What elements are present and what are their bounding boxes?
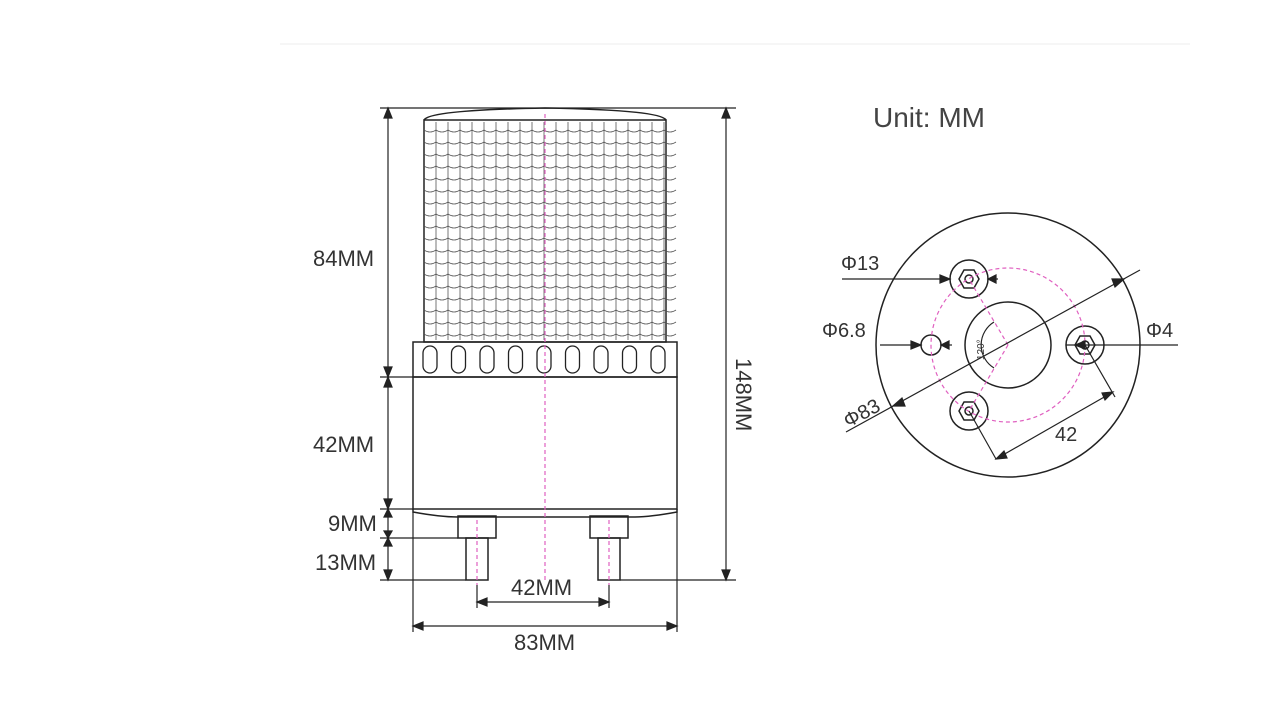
hole-spacing-label: 42 [1055,424,1077,446]
height-top-label: 84MM [313,246,374,271]
vent-slot [593,345,609,374]
pin-spacing-label: 42MM [511,575,572,600]
side-dimensions [380,106,736,632]
total-height-label: 148MM [731,358,756,431]
vent-slot [450,345,467,374]
small-hole-label: Φ4 [1146,320,1173,342]
vent-slot [479,345,495,374]
angle-label: 120° [976,339,987,360]
lens-grid-wave [423,273,677,277]
lens-grid-wave [423,237,677,241]
unit-label: Unit: MM [873,102,985,133]
bolt-diameter-label: Φ13 [841,253,879,275]
lens-grid-wave [423,213,677,217]
lens-grid-wave [423,225,677,229]
vent-slot [650,345,666,374]
lens-grid-wave [423,249,677,253]
lens-grid-wave [423,297,677,301]
lens-grid-wave [423,153,677,157]
lens-grid-wave [423,261,677,265]
center-hole-label: Φ6.8 [822,320,866,342]
height-base-label: 9MM [328,511,377,536]
bolt-bottom [949,391,989,431]
lens-grid-wave [423,309,677,313]
lens-grid-wave [423,141,677,145]
lens-grid-wave [423,177,677,181]
lens-grid-wave [423,129,677,133]
lens-grid-wave [423,201,677,205]
top-dimensions [842,269,1178,460]
lens-grid-wave [423,165,677,169]
vent-slots [422,345,666,374]
lens-grid [423,122,677,340]
vent-slot [422,345,438,374]
side-centerlines [476,114,610,585]
lens-grid-wave [423,321,677,325]
base-bevel [412,509,678,518]
side-view [412,107,678,581]
total-width-label: 83MM [514,630,575,655]
bolt-top-hex [958,269,980,289]
outer-diameter-label: Φ83 [840,395,884,432]
height-mid-label: 42MM [313,432,374,457]
center-bore [964,301,1052,389]
vent-slot [536,345,552,374]
lens-grid-wave [423,285,677,289]
vent-slot [621,345,638,374]
lens-grid-wave [423,189,677,193]
vent-slot [507,345,524,374]
lens-grid-wave [423,333,677,337]
bolt-top [949,259,989,299]
height-pins-label: 13MM [315,550,376,575]
vent-slot [564,345,581,374]
